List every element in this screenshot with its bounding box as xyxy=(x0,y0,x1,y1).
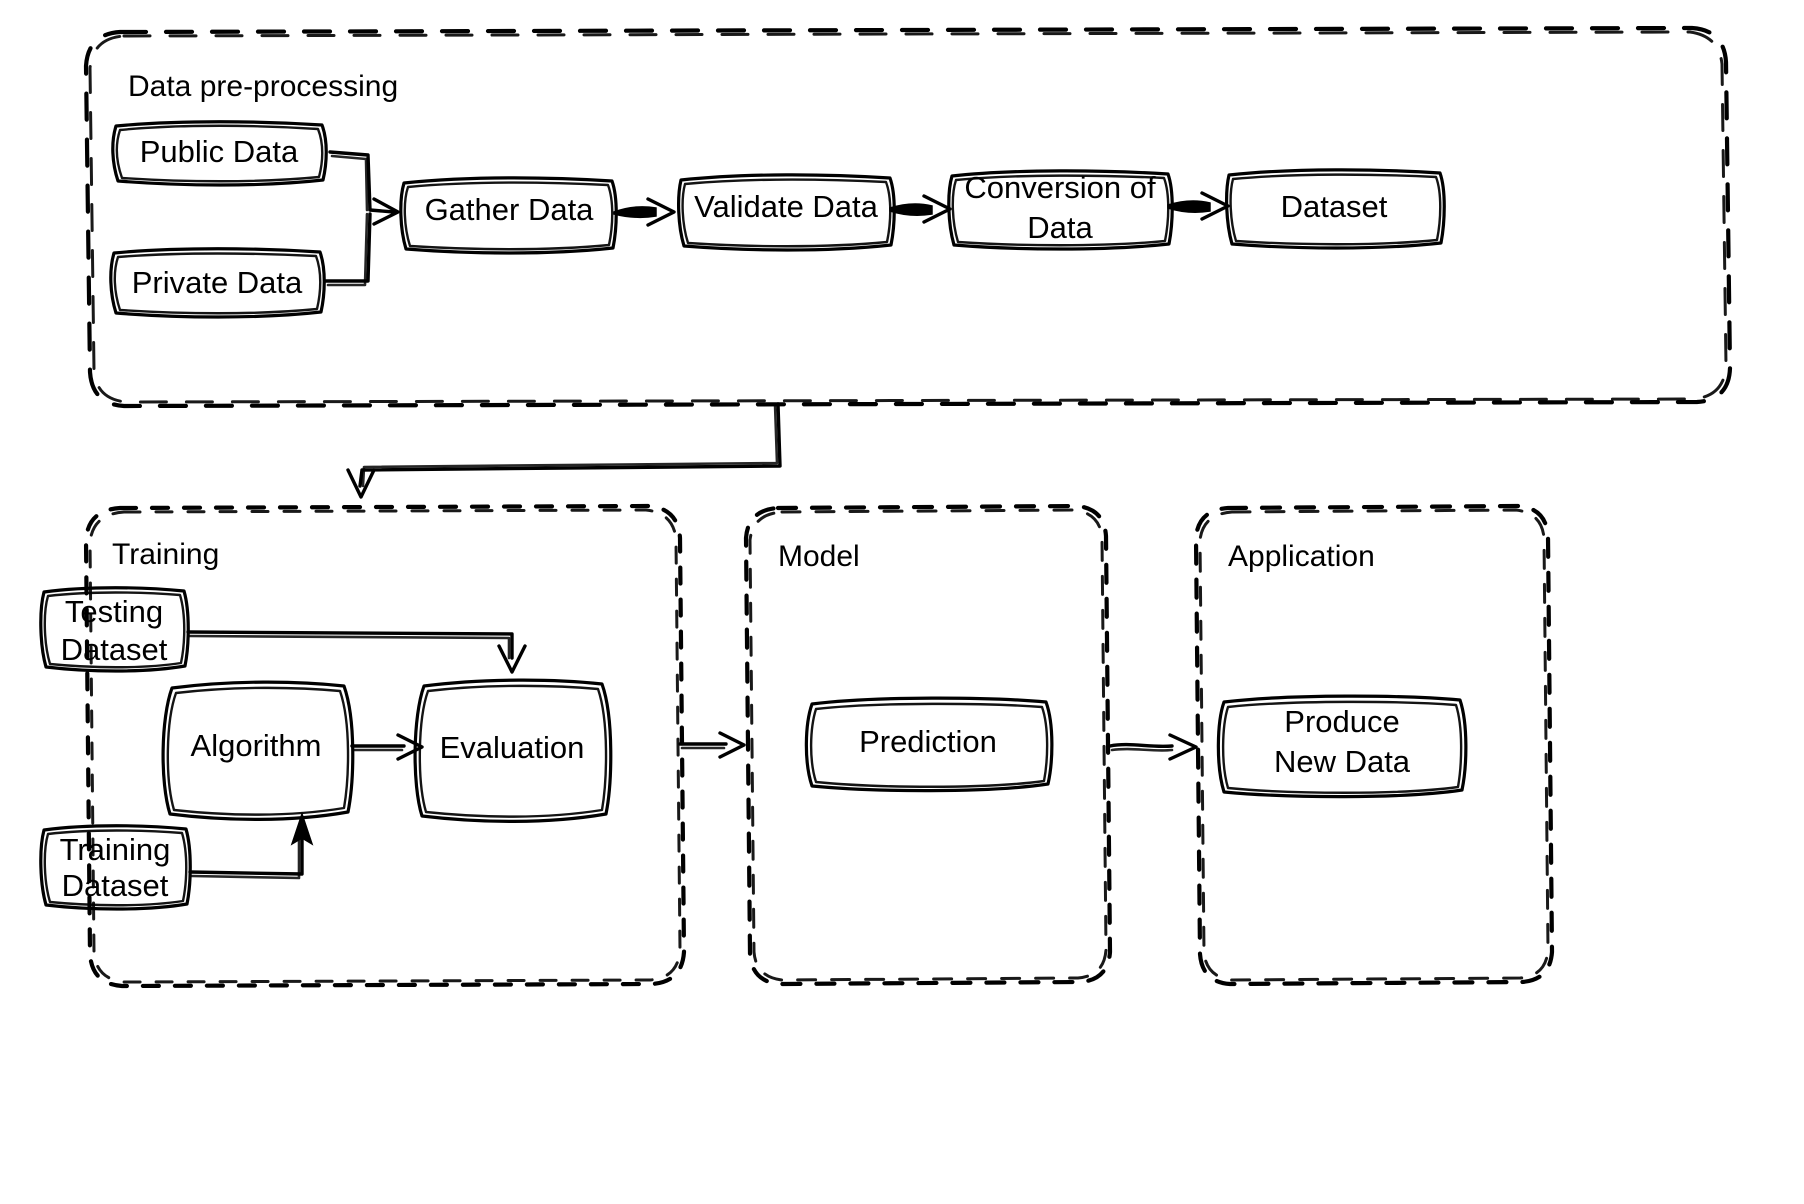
edge-testing-dataset-to-evaluation xyxy=(186,630,527,674)
group-label-training: Training xyxy=(112,538,219,571)
group-label-model: Model xyxy=(778,540,860,573)
node-label-evaluation: Evaluation xyxy=(440,730,585,765)
group-label-data-pre-processing: Data pre-processing xyxy=(128,70,398,103)
node-label-conversion-of-data-line1: Conversion of xyxy=(964,170,1156,205)
edge-data-pre-processing-to-training xyxy=(346,402,782,499)
node-training-dataset[interactable]: Training Dataset xyxy=(39,824,192,911)
edge-gather-data-to-validate-data xyxy=(613,197,676,227)
edge-validate-data-to-conversion-of-data xyxy=(889,194,952,224)
node-private-data[interactable]: Private Data xyxy=(109,247,326,319)
edge-training-to-model xyxy=(678,731,746,759)
edge-training-dataset-to-algorithm xyxy=(188,811,314,880)
edge-private-data-to-gather-data xyxy=(324,212,372,287)
node-algorithm[interactable]: Algorithm xyxy=(161,680,355,821)
node-label-produce-new-data-line1: Produce xyxy=(1284,704,1399,739)
node-label-private-data: Private Data xyxy=(132,265,303,300)
node-label-dataset: Dataset xyxy=(1281,189,1388,224)
node-label-prediction: Prediction xyxy=(859,724,997,759)
group-training: Training xyxy=(83,503,687,989)
edge-conversion-of-data-to-dataset xyxy=(1167,191,1230,221)
node-label-testing-dataset-line1: Testing xyxy=(65,594,163,629)
node-label-conversion-of-data-line2: Data xyxy=(1027,210,1093,245)
node-evaluation[interactable]: Evaluation xyxy=(413,678,613,823)
edge-algorithm-to-evaluation xyxy=(350,733,424,761)
edge-public-data-to-gather-data xyxy=(328,150,400,226)
node-public-data[interactable]: Public Data xyxy=(111,120,328,187)
node-label-gather-data: Gather Data xyxy=(425,192,595,227)
node-testing-dataset[interactable]: Testing Dataset xyxy=(39,586,190,673)
node-conversion-of-data[interactable]: Conversion of Data xyxy=(947,169,1174,251)
node-prediction[interactable]: Prediction xyxy=(804,696,1054,793)
group-label-application: Application xyxy=(1228,540,1375,573)
node-label-algorithm: Algorithm xyxy=(191,728,322,763)
node-label-training-dataset-line1: Training xyxy=(60,832,171,867)
node-label-produce-new-data-line2: New Data xyxy=(1274,744,1411,779)
node-label-validate-data: Validate Data xyxy=(694,189,879,224)
node-label-testing-dataset-line2: Dataset xyxy=(61,632,168,667)
node-label-training-dataset-line2: Dataset xyxy=(62,868,169,903)
node-gather-data[interactable]: Gather Data xyxy=(399,176,618,255)
group-data-pre-processing: Data pre-processing xyxy=(83,25,1733,409)
node-produce-new-data[interactable]: Produce New Data xyxy=(1216,694,1468,799)
node-label-public-data: Public Data xyxy=(140,134,299,169)
group-application: Application xyxy=(1193,503,1555,987)
node-dataset[interactable]: Dataset xyxy=(1225,168,1446,250)
edge-model-to-application xyxy=(1108,733,1198,761)
group-model: Model xyxy=(743,503,1113,987)
node-validate-data[interactable]: Validate Data xyxy=(677,173,896,252)
